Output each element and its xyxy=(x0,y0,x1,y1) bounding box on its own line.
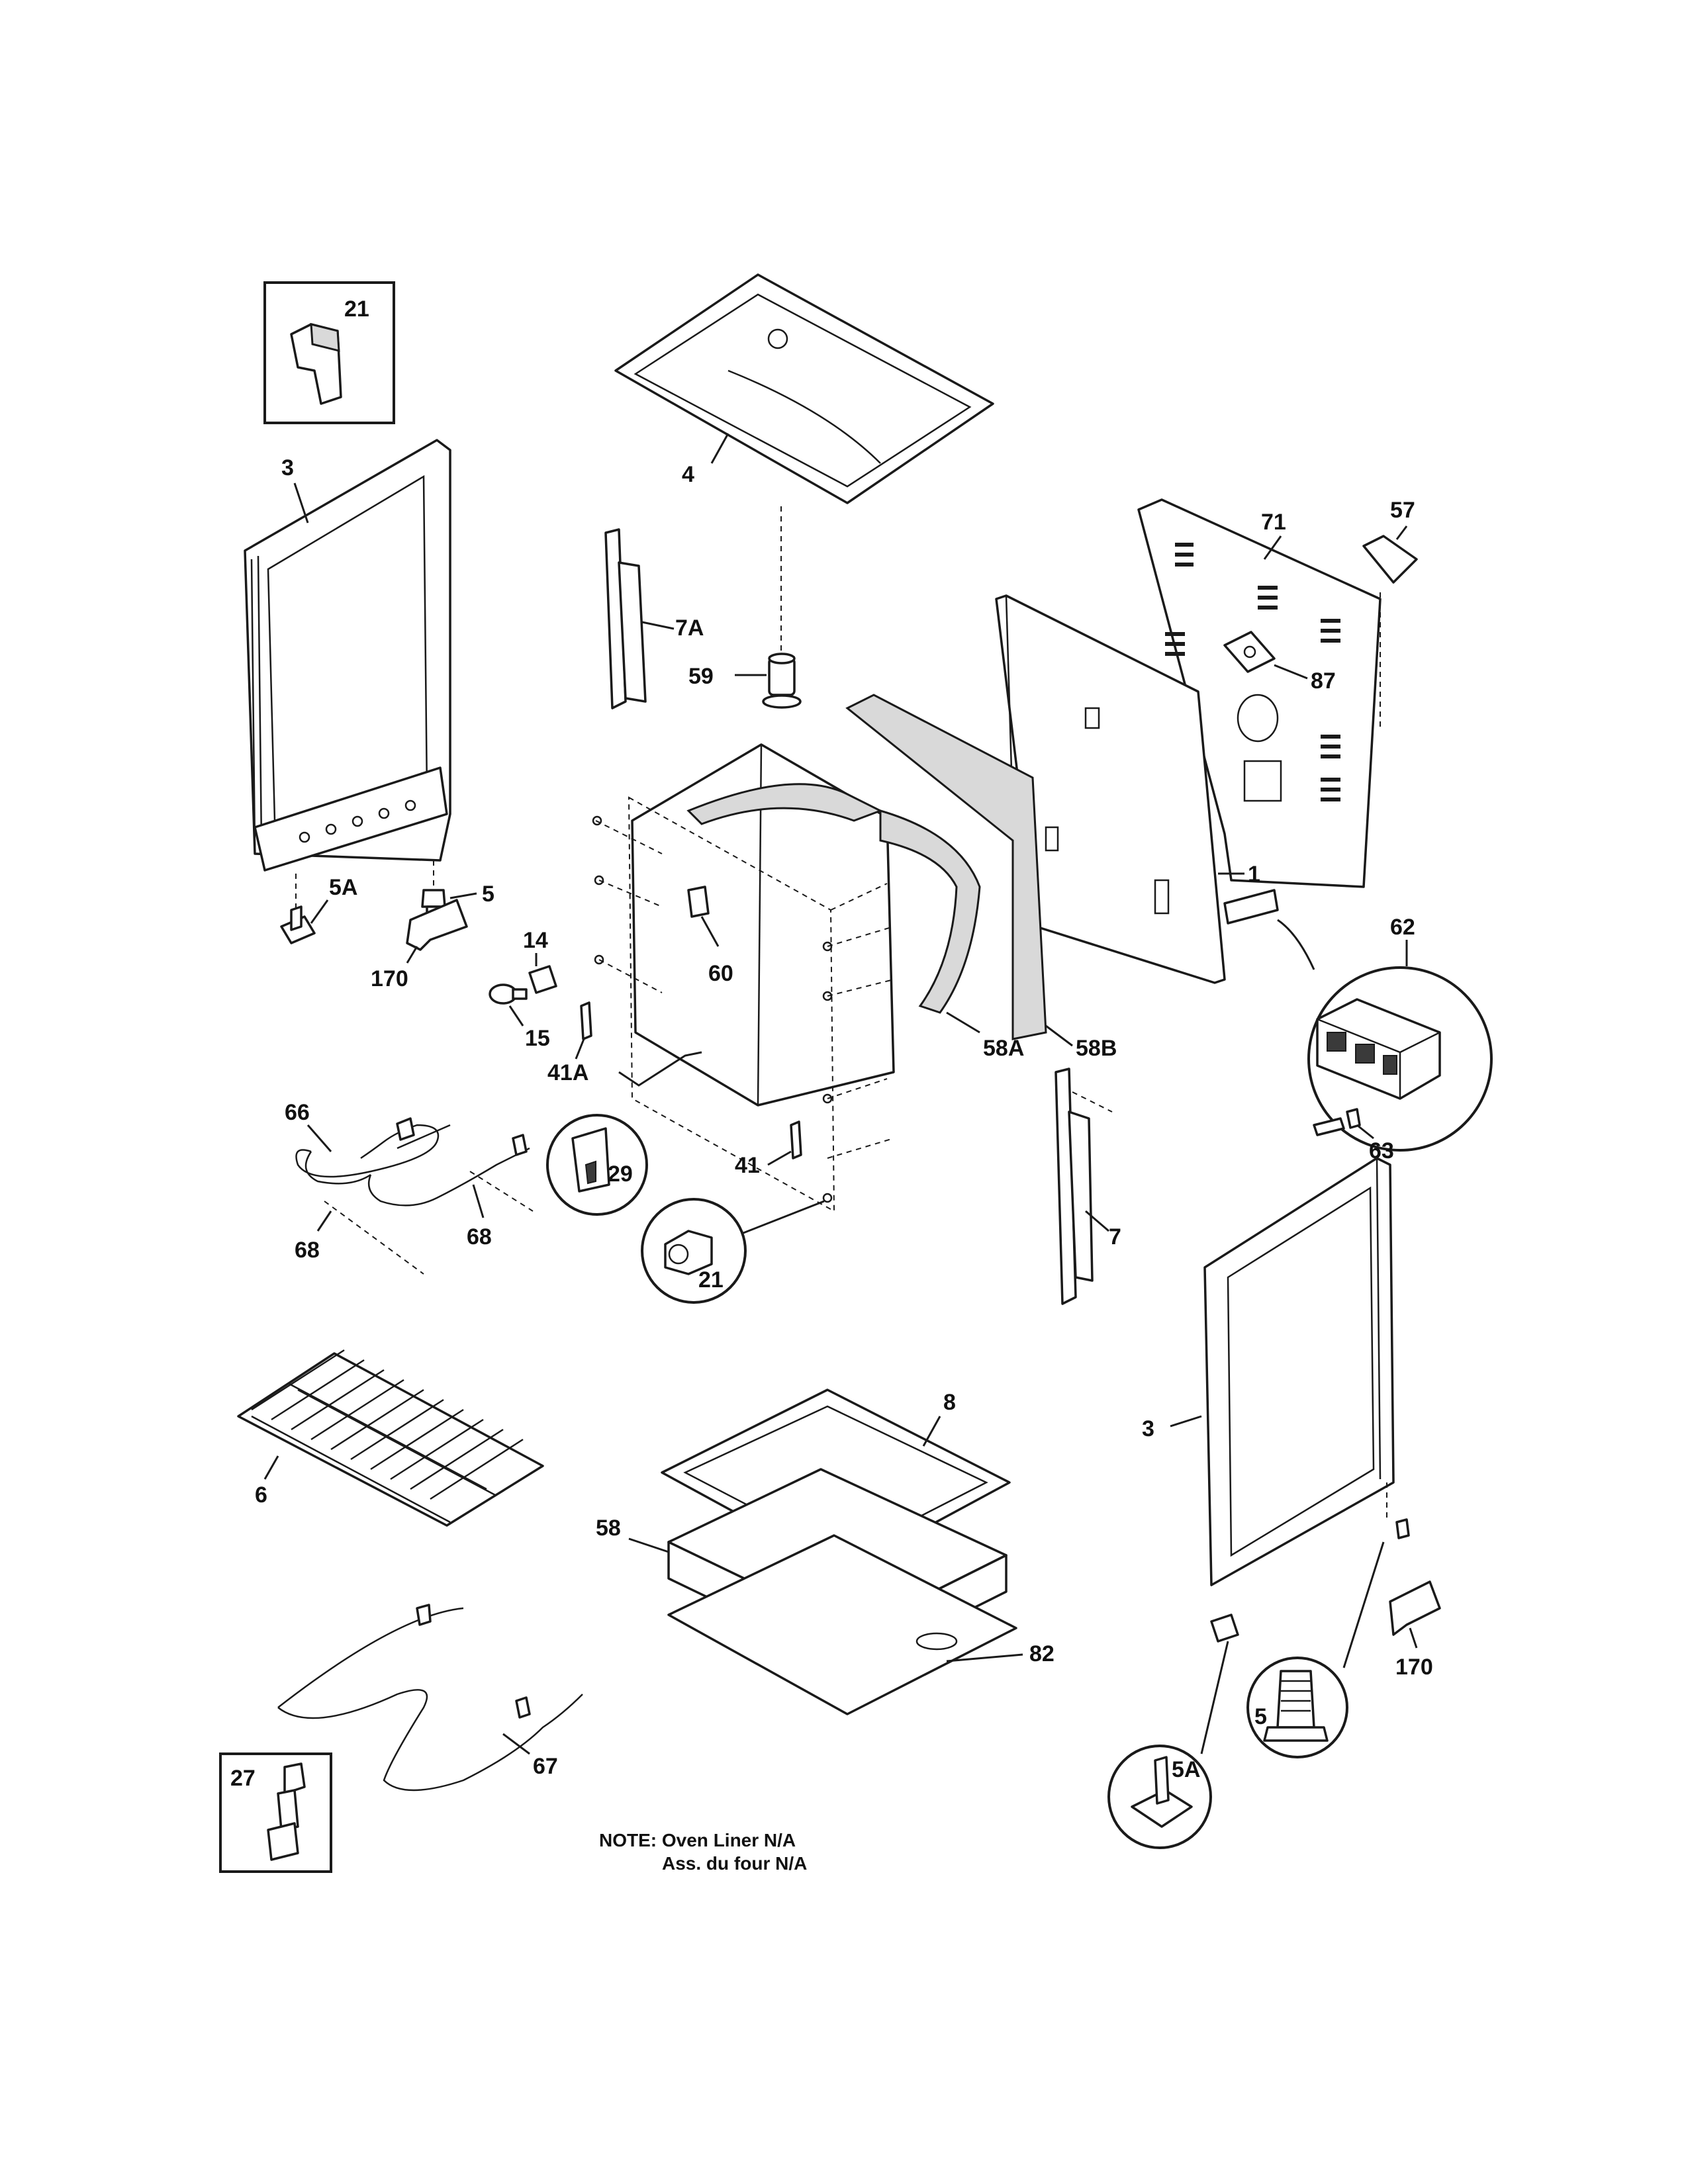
label-58B: 58B xyxy=(1076,1036,1117,1061)
label-21-circle: 21 xyxy=(698,1267,724,1293)
label-1: 1 xyxy=(1248,862,1260,887)
label-67: 67 xyxy=(533,1754,558,1779)
label-29: 29 xyxy=(608,1161,633,1187)
label-62: 62 xyxy=(1390,915,1415,940)
oven-rack-6: 6 xyxy=(237,1349,544,1527)
label-8: 8 xyxy=(943,1390,956,1415)
leveling-leg-5-left: 5 xyxy=(421,860,494,918)
label-3-left: 3 xyxy=(281,455,294,480)
label-27: 27 xyxy=(230,1766,256,1791)
label-3-right: 3 xyxy=(1142,1416,1154,1441)
label-5-circle: 5 xyxy=(1254,1704,1267,1729)
label-5A-circle: 5A xyxy=(1172,1757,1200,1782)
label-41A: 41A xyxy=(547,1060,588,1085)
label-66: 66 xyxy=(285,1100,310,1125)
label-68-b: 68 xyxy=(467,1224,492,1250)
label-7A: 7A xyxy=(675,615,704,641)
leveling-leg-5A-left: 5A xyxy=(280,874,357,944)
label-5-left: 5 xyxy=(482,882,494,907)
note-line-1: NOTE: Oven Liner N/A xyxy=(599,1830,796,1850)
clip-inset-21: 21 xyxy=(641,1198,825,1304)
light-bulb-15: 15 xyxy=(489,983,550,1051)
plate-57: 57 xyxy=(1362,498,1418,728)
label-59: 59 xyxy=(688,664,714,689)
label-6: 6 xyxy=(255,1482,267,1508)
label-15: 15 xyxy=(525,1026,550,1051)
bracket-41: 41 xyxy=(735,1120,802,1178)
note-line-2: Ass. du four N/A xyxy=(662,1853,807,1874)
leveling-leg-5A-inset: 5A xyxy=(1107,1614,1239,1849)
label-5A-left: 5A xyxy=(329,875,357,900)
label-82: 82 xyxy=(1029,1641,1055,1666)
bake-element-67: 67 xyxy=(277,1604,583,1792)
terminal-block-inset-62: 62 63 xyxy=(1307,915,1493,1163)
vent-tube-59: 59 xyxy=(688,653,802,709)
label-87: 87 xyxy=(1311,668,1336,694)
bracket-170-left: 170 xyxy=(371,899,468,991)
light-socket-60: 60 xyxy=(687,886,733,986)
broil-element-66: 66 xyxy=(285,1100,530,1206)
panel-82: 82 xyxy=(667,1534,1055,1715)
rear-back-panel: 71 xyxy=(1137,498,1382,888)
insulation-58B: 58B xyxy=(845,694,1117,1061)
bracket-41A: 41A xyxy=(547,1001,592,1085)
label-58: 58 xyxy=(596,1516,621,1541)
right-side-panel: 3 xyxy=(1142,1157,1395,1586)
front-frame xyxy=(592,796,894,1212)
label-57: 57 xyxy=(1390,498,1415,523)
label-58A: 58A xyxy=(983,1036,1024,1061)
plate-87: 87 xyxy=(1223,631,1336,694)
label-14: 14 xyxy=(523,928,548,953)
bracket-27-inset-box: 27 xyxy=(219,1752,332,1873)
label-4: 4 xyxy=(682,462,694,487)
light-lens-14: 14 xyxy=(523,928,557,994)
clip-inset-29: 29 xyxy=(546,1051,702,1216)
label-21-box: 21 xyxy=(344,296,369,322)
label-60: 60 xyxy=(708,961,733,986)
bracket-170-right: 170 xyxy=(1389,1518,1441,1680)
label-170-right: 170 xyxy=(1395,1655,1433,1680)
label-7: 7 xyxy=(1109,1224,1121,1250)
leveling-leg-5-inset: 5 xyxy=(1246,1541,1385,1758)
left-side-panel: 3 xyxy=(244,439,451,872)
label-68-a: 68 xyxy=(295,1238,320,1263)
terminal-block-small xyxy=(1223,889,1315,970)
oven-cavity: 58A xyxy=(631,743,1024,1107)
part-21-inset-box: 21 xyxy=(263,281,395,424)
label-71: 71 xyxy=(1261,510,1286,535)
top-cover: 4 xyxy=(614,273,994,682)
note-block: NOTE: Oven Liner N/A Ass. du four N/A xyxy=(599,1830,807,1874)
hinge-7: 7 xyxy=(1055,1068,1121,1305)
label-41: 41 xyxy=(735,1153,760,1178)
sensor-wires-68: 68 68 xyxy=(295,1171,534,1275)
label-170-left: 170 xyxy=(371,966,408,991)
hinge-7A: 7A xyxy=(604,528,704,709)
